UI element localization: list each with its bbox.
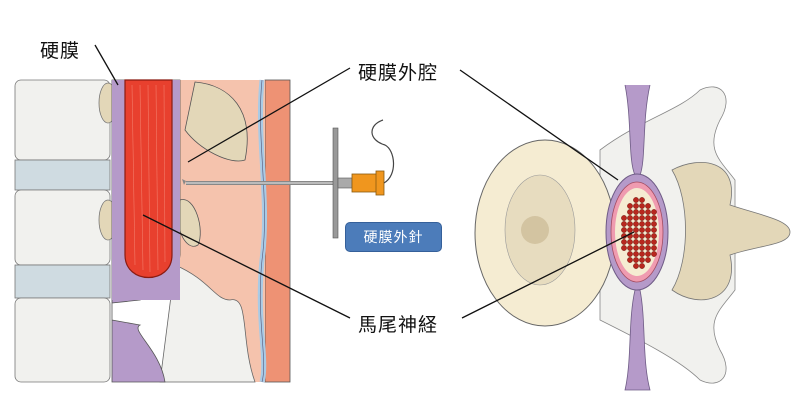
vertebral-body [14, 297, 111, 383]
nerve-fiber-dot [627, 257, 633, 263]
spinous-process [159, 264, 256, 383]
needle-hub [351, 173, 379, 193]
nerve-fiber-dot [645, 251, 651, 257]
nerve-fiber-dot [645, 221, 651, 227]
catheter-tubing [371, 119, 395, 184]
label-epidural-space: 硬膜外腔 [358, 62, 439, 84]
lamina-upper [184, 81, 248, 162]
nerve-fiber-dot [639, 227, 645, 233]
nerve-fiber-dot [633, 251, 639, 257]
nerve-fiber-dot [627, 209, 633, 215]
intervertebral-disc [14, 159, 111, 191]
leader-lines [94, 44, 635, 319]
nerve-fiber-dot [627, 215, 633, 221]
nerve-fiber-dot [639, 263, 645, 269]
nerve-fiber-dot [627, 221, 633, 227]
nerve-fiber-dot [651, 209, 657, 215]
nerve-fiber-dot [651, 221, 657, 227]
nerve-fiber-dot [645, 245, 651, 251]
nerve-fiber-dot [639, 215, 645, 221]
nerve-fiber-dot [621, 227, 627, 233]
nerve-fiber-dot [651, 227, 657, 233]
epidural-needle [182, 119, 395, 239]
nerve-fiber-dot [639, 203, 645, 209]
nerve-fiber-dot [645, 209, 651, 215]
nerve-fiber-dot [639, 257, 645, 263]
nerve-fiber-dot [651, 233, 657, 239]
nerve-fiber-dot [645, 227, 651, 233]
nerve-fiber-dot [651, 239, 657, 245]
nerve-fiber-dot [639, 251, 645, 257]
nerve-fiber-dot [633, 239, 639, 245]
needle-flange [332, 127, 339, 239]
nerve-fiber-dot [627, 239, 633, 245]
skin-layer [264, 79, 291, 383]
nerve-fiber-dot [633, 257, 639, 263]
nerve-fiber-dot [633, 209, 639, 215]
label-epidural-needle: 硬膜外針 [345, 222, 442, 252]
label-cauda-equina: 馬尾神経 [358, 314, 439, 336]
leader-line-epidural-left [187, 67, 351, 163]
nerve-fiber-dot [645, 233, 651, 239]
nerve-fiber-dot [621, 221, 627, 227]
nerve-fiber-dot [627, 251, 633, 257]
intervertebral-disc [14, 264, 111, 299]
leader-line-cauda-right [461, 231, 635, 319]
nerve-fiber-dot [621, 239, 627, 245]
nerve-fiber-dot [645, 215, 651, 221]
sagittal-spine-view [14, 79, 291, 383]
nerve-fiber-dot [627, 227, 633, 233]
nerve-root-lower [624, 289, 651, 391]
nerve-fiber-dot [645, 239, 651, 245]
vertebral-body [14, 189, 111, 266]
nerve-fiber-dot [633, 233, 639, 239]
nerve-fiber-dot [651, 215, 657, 221]
nerve-fiber-dot [633, 215, 639, 221]
nerve-fiber-dot [633, 197, 639, 203]
cauda-equina [124, 79, 173, 278]
nerve-fiber-dot [639, 221, 645, 227]
leader-line-dura [94, 44, 119, 86]
nerve-fiber-dot [621, 215, 627, 221]
nerve-fiber-dot [627, 203, 633, 209]
nerve-fiber-dot [633, 221, 639, 227]
nerve-fiber-dot [639, 197, 645, 203]
nerve-fiber-dot [639, 233, 645, 239]
label-dura: 硬膜 [40, 40, 81, 62]
posterior-bone [671, 162, 791, 301]
nerve-fiber-dot [633, 245, 639, 251]
axial-spine-view [474, 84, 791, 391]
nerve-fiber-dot [639, 209, 645, 215]
nerve-fiber-dot [639, 245, 645, 251]
vertebral-body [14, 79, 111, 161]
nerve-fiber-dot [645, 257, 651, 263]
nerve-fiber-dot [651, 245, 657, 251]
nerve-fiber-dot [633, 263, 639, 269]
nerve-fiber-dot [645, 203, 651, 209]
leader-line-cauda-left [142, 214, 351, 319]
nerve-fiber-dot [627, 245, 633, 251]
nerve-fiber-dot [633, 227, 639, 233]
nerve-fiber-dot [639, 239, 645, 245]
leader-line-epidural-right [459, 69, 619, 181]
nerve-fiber-dot [621, 245, 627, 251]
nerve-fiber-dot [651, 251, 657, 257]
nerve-fiber-dot [633, 203, 639, 209]
